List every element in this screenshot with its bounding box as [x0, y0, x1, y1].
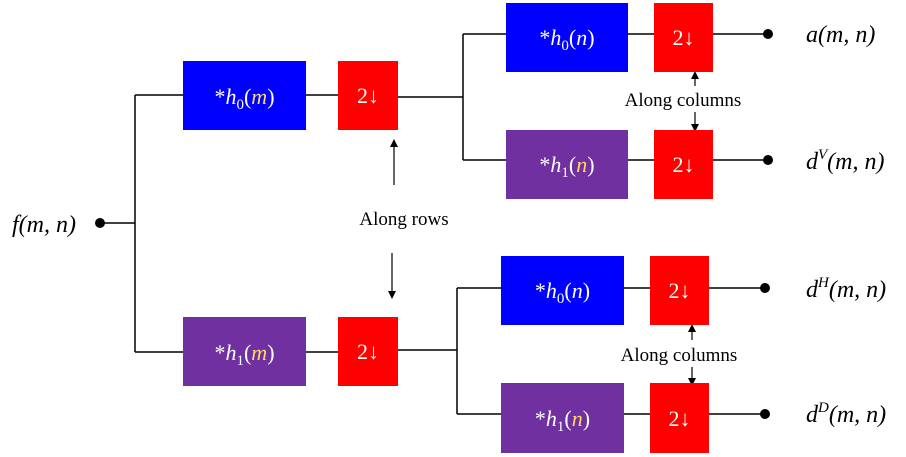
output-label-dd: dD(m, n): [806, 400, 886, 428]
output-node-a: [763, 29, 773, 39]
downsample-row-bottom: 2↓: [338, 317, 398, 386]
downsample-col-a: 2↓: [654, 3, 713, 72]
along-columns-label-bottom: Along columns: [621, 345, 738, 366]
terminal-dots: [95, 29, 773, 419]
downsample-row-top: 2↓: [338, 61, 398, 130]
downsample-label: 2↓: [669, 278, 691, 303]
connection-lines: [100, 33, 768, 415]
filter-label: *h1(n): [535, 406, 590, 435]
output-label-dv: dV(m, n): [806, 147, 885, 175]
downsample-label: 2↓: [357, 339, 379, 364]
annotation-arrows: [388, 71, 699, 386]
filter-col-low-bottom: *h0(n): [501, 256, 624, 325]
downsample-col-dh: 2↓: [650, 256, 709, 325]
filter-row-high: *h1(m): [183, 317, 306, 386]
filter-col-high-top: *h1(n): [506, 130, 628, 199]
filter-label: *h0(n): [539, 25, 594, 54]
input-node: [95, 218, 105, 228]
downsample-label: 2↓: [673, 25, 695, 50]
filter-label: *h0(n): [535, 278, 590, 307]
filter-label: *h1(m): [214, 340, 274, 369]
along-columns-label-top: Along columns: [625, 90, 742, 111]
filter-col-low-top: *h0(n): [506, 3, 628, 72]
downsample-label: 2↓: [357, 83, 379, 108]
output-label-a: a(m, n): [806, 22, 875, 48]
output-label-dh: dH(m, n): [806, 275, 886, 303]
filter-label: *h1(n): [539, 152, 594, 181]
output-node-dv: [763, 155, 773, 165]
downsample-label: 2↓: [669, 406, 691, 431]
filter-row-low: *h0(m): [183, 61, 306, 130]
along-rows-label: Along rows: [359, 209, 448, 230]
downsample-col-dd: 2↓: [650, 383, 709, 453]
downsample-label: 2↓: [673, 152, 695, 177]
input-label: f(m, n): [12, 212, 76, 238]
output-node-dh: [760, 283, 770, 293]
filter-col-high-bottom: *h1(n): [501, 383, 624, 453]
filter-label: *h0(m): [214, 84, 274, 113]
downsample-col-dv: 2↓: [654, 130, 713, 199]
output-node-dd: [760, 409, 770, 419]
